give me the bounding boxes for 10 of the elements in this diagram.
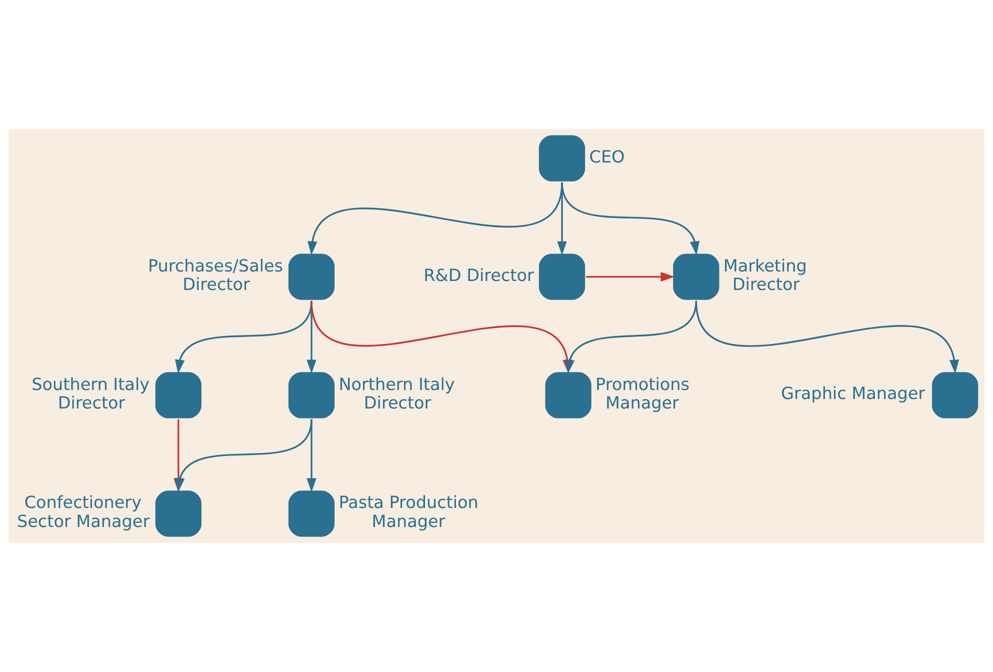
node-label: Graphic Manager xyxy=(781,383,926,404)
node-label: Confectionery Sector Manager xyxy=(16,492,150,532)
node-label: Pasta Production Manager xyxy=(338,492,478,532)
node-label: Northern Italy Director xyxy=(338,374,455,413)
node-label: Marketing Director xyxy=(723,255,807,294)
node-label: R&D Director xyxy=(424,264,534,285)
node-label: CEO xyxy=(589,146,625,166)
node-label: Purchases/Sales Director xyxy=(148,255,284,294)
node-label: Promotions Manager xyxy=(596,374,690,413)
node-label: Southern Italy Director xyxy=(32,374,150,413)
